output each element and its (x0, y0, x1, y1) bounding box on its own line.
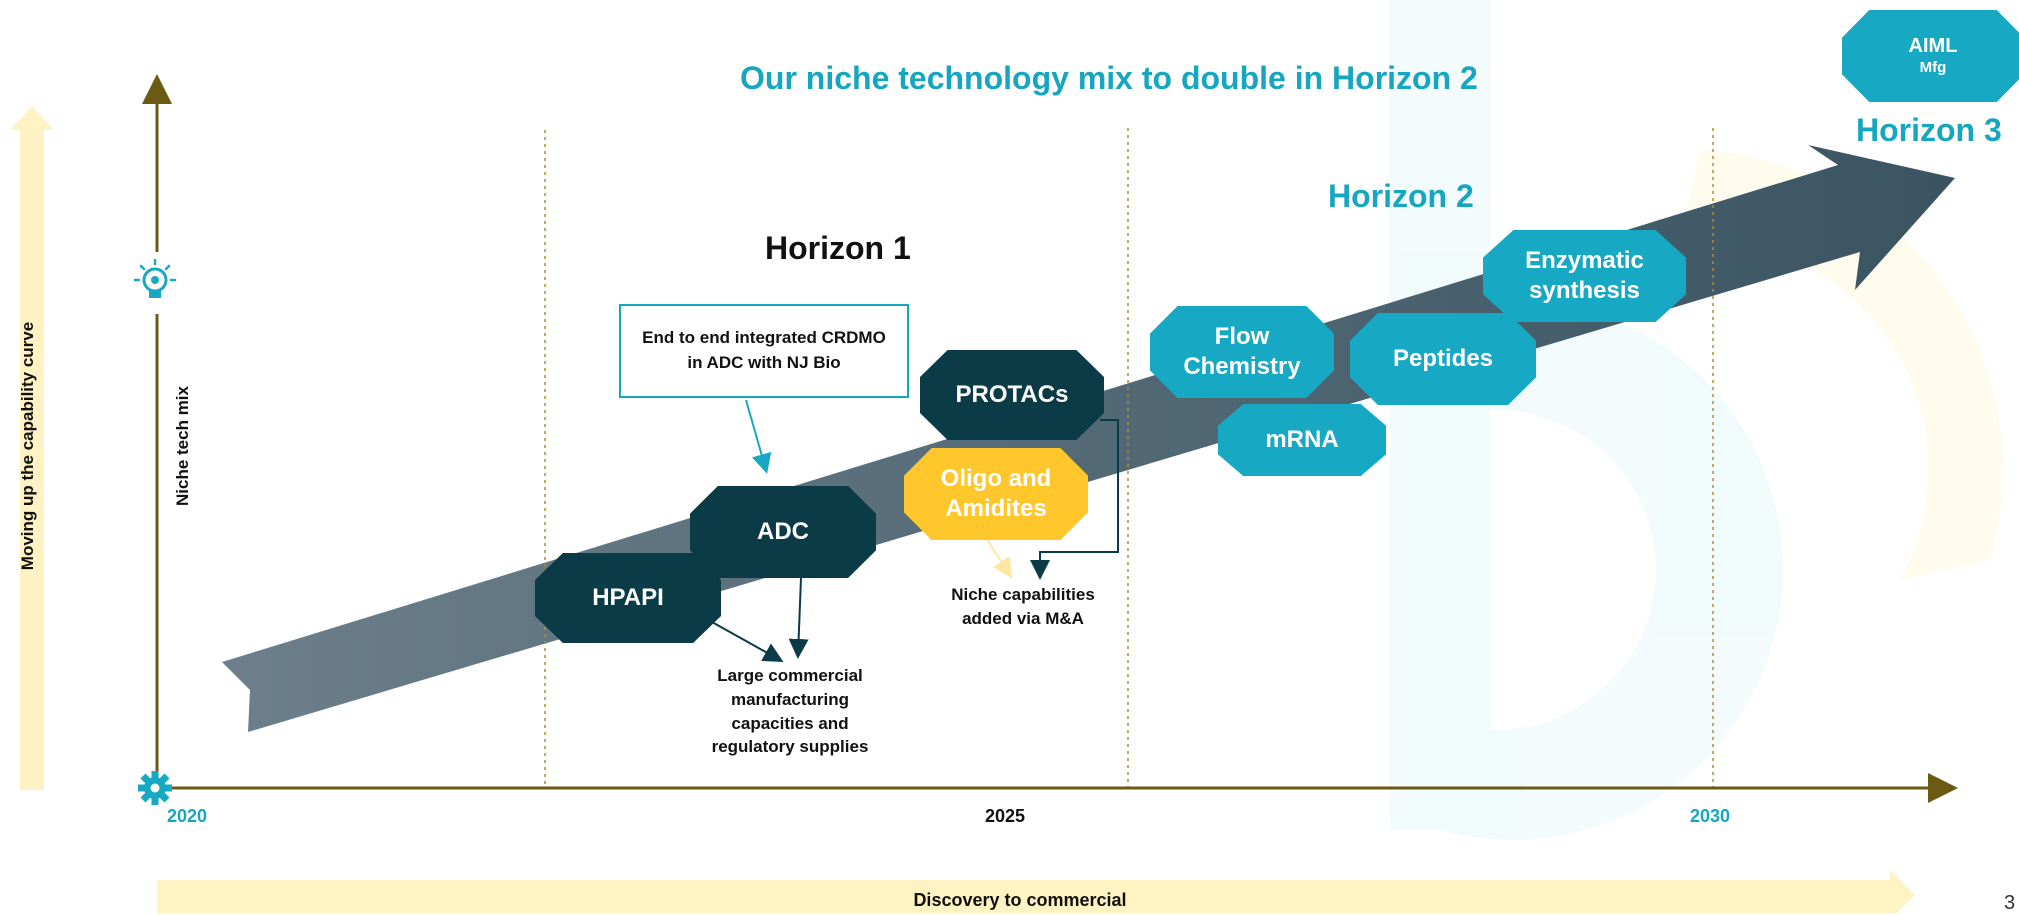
large-commercial-note: Large commercial manufacturing capacitie… (711, 666, 869, 757)
aiml-sub-label: Mfg (1919, 59, 1947, 77)
adc-callout-text: End to end integrated CRDMO in ADC with … (642, 328, 886, 372)
horizon-1-label: Horizon 1 (765, 230, 911, 266)
aiml-label: AIML (1908, 35, 1958, 58)
flow-chemistry-label: Flow Chemistry (1183, 323, 1301, 380)
hpapi-label: HPAPI (592, 584, 664, 611)
horizon-3-label: Horizon 3 (1856, 112, 2002, 148)
enzymatic-shape: Enzymatic synthesis (1483, 230, 1686, 322)
oligo-label: Oligo and Amidites (940, 465, 1052, 522)
page-number: 3 (2004, 892, 2016, 914)
y-axis-label: Niche tech mix (173, 386, 192, 506)
discovery-label: Discovery to commercial (913, 890, 1127, 910)
slide-title: Our niche technology mix to double in Ho… (740, 60, 1478, 96)
bottom-discovery-arrow (157, 870, 1915, 913)
adc-connector (788, 577, 809, 659)
protacs-label: PROTACs (955, 381, 1069, 408)
oligo-shape: Oligo and Amidites (904, 448, 1088, 540)
mrna-shape: mRNA (1218, 404, 1386, 476)
mrna-label: mRNA (1265, 426, 1339, 453)
hpapi-connector (711, 621, 784, 662)
capability-curve-label: Moving up the capability curve (18, 321, 37, 571)
flow-chemistry-shape: Flow Chemistry (1150, 306, 1334, 398)
left-capability-arrow (10, 106, 54, 790)
watermark-logo (1390, 0, 2004, 841)
peptides-shape: Peptides (1350, 313, 1536, 405)
oligo-connector (985, 537, 1013, 579)
lightbulb-icon (130, 252, 180, 314)
horizon-2-label: Horizon 2 (1328, 178, 1474, 214)
adc-label: ADC (757, 518, 809, 545)
year-2030: 2030 (1690, 806, 1731, 826)
enzymatic-label: Enzymatic synthesis (1525, 247, 1644, 304)
adc-callout-box: End to end integrated CRDMO in ADC with … (619, 304, 909, 398)
protacs-connector (1030, 419, 1119, 580)
year-2020: 2020 (167, 806, 208, 826)
aiml-shape: AIML Mfg (1842, 10, 2019, 102)
callout-arrow (745, 399, 772, 474)
peptides-label: Peptides (1392, 345, 1494, 372)
gear-icon (138, 771, 172, 805)
year-2025: 2025 (985, 806, 1026, 826)
hpapi-shape: HPAPI (535, 553, 721, 643)
protacs-shape: PROTACs (920, 350, 1104, 440)
niche-ma-note: Niche capabilities added via M&A (951, 585, 1095, 628)
adc-shape: ADC (690, 486, 876, 578)
